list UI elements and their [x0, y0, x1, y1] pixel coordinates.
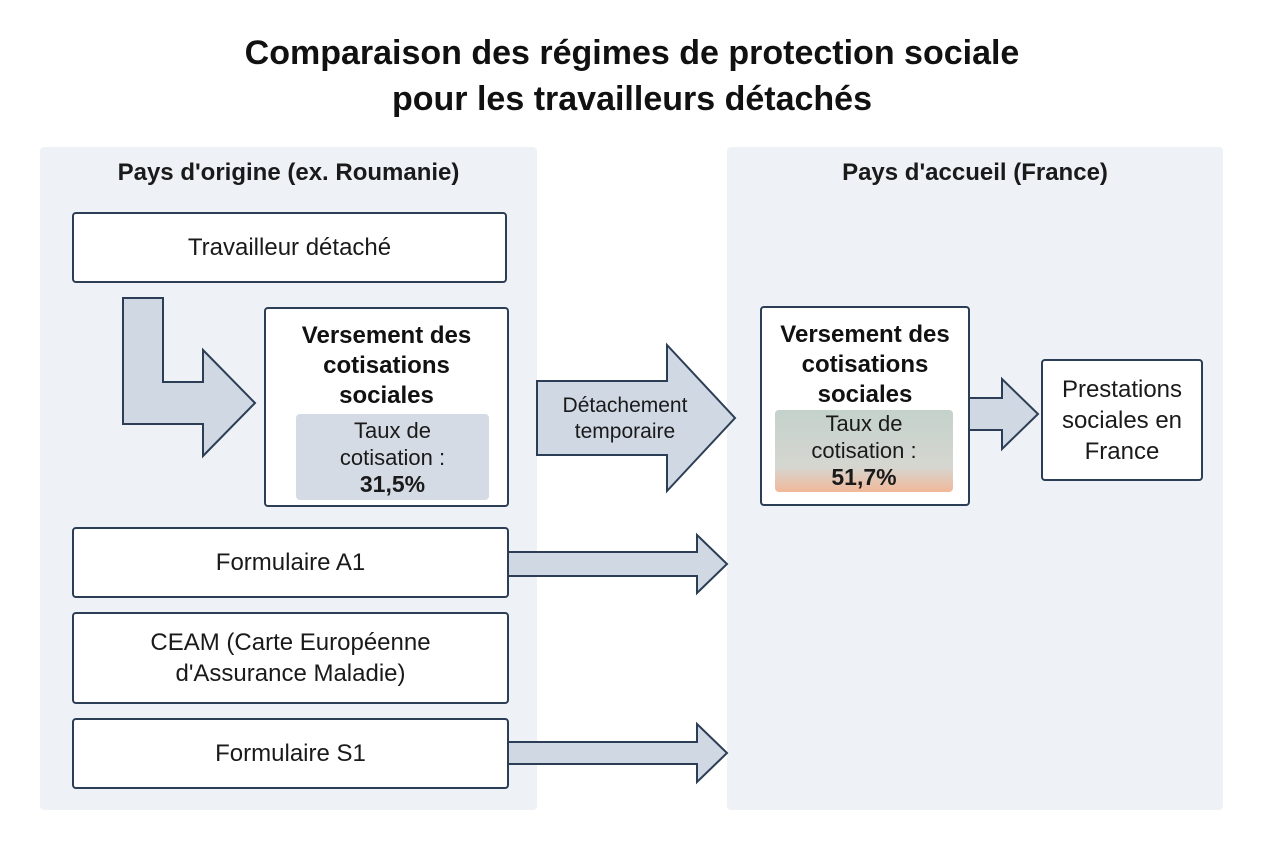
title-line-1: Comparaison des régimes de protection so…: [244, 34, 1020, 72]
origin-contrib-line-2: cotisations: [323, 352, 450, 379]
host-panel-title: Pays d'accueil (France): [842, 159, 1108, 186]
form-a1-label: Formulaire A1: [215, 549, 366, 576]
host-contrib-line-2: cotisations: [801, 351, 929, 378]
origin-rate-value: 31,5%: [359, 471, 426, 497]
detachment-label-line-1: Détachement: [562, 394, 688, 417]
benefits-line-3: France: [1084, 437, 1160, 465]
ceam-label-line-2: d'Assurance Maladie): [175, 660, 406, 687]
host-contributions-box: Versement des cotisations sociales Taux …: [760, 306, 970, 506]
benefits-line-1: Prestations: [1061, 375, 1183, 403]
detachment-label: Détachement temporaire: [540, 393, 710, 445]
origin-contrib-line-3: sociales: [339, 382, 434, 409]
detachment-arrow: [536, 342, 737, 494]
origin-rate-badge: Taux de cotisation : 31,5%: [296, 414, 489, 500]
origin-contrib-line-1: Versement des: [301, 322, 472, 349]
origin-panel-title: Pays d'origine (ex. Roumanie): [117, 159, 460, 186]
benefits-line-2: sociales en: [1061, 406, 1183, 434]
benefits-arrow: [967, 376, 1040, 452]
form-s1-arrow: [507, 721, 729, 785]
elbow-arrow: [122, 297, 257, 459]
host-rate-badge: Taux de cotisation : 51,7%: [775, 410, 953, 492]
form-s1-label: Formulaire S1: [215, 740, 366, 767]
diagram-title: Comparaison des régimes de protection so…: [0, 30, 1264, 122]
origin-rate-label-1: Taux de: [353, 418, 432, 443]
form-a1-arrow: [507, 532, 729, 596]
form-a1-box: Formulaire A1: [72, 527, 509, 598]
origin-rate-label-2: cotisation :: [339, 445, 446, 470]
host-contrib-line-1: Versement des: [780, 321, 950, 348]
host-contrib-line-3: sociales: [817, 381, 913, 408]
host-rate-label-1: Taux de: [825, 411, 903, 436]
detachment-label-line-2: temporaire: [574, 420, 676, 443]
ceam-label-line-1: CEAM (Carte Européenne: [150, 629, 431, 656]
host-contributions-heading: Versement des cotisations sociales: [762, 320, 968, 410]
ceam-box: CEAM (Carte Européenne d'Assurance Malad…: [72, 612, 509, 704]
ceam-label: CEAM (Carte Européenne d'Assurance Malad…: [150, 627, 430, 689]
benefits-box: Prestations sociales en France: [1041, 359, 1203, 481]
posted-worker-box: Travailleur détaché: [72, 212, 507, 283]
title-line-2: pour les travailleurs détachés: [392, 80, 872, 118]
origin-contributions-box: Versement des cotisations sociales Taux …: [264, 307, 509, 507]
posted-worker-label: Travailleur détaché: [187, 234, 392, 261]
benefits-label: Prestations sociales en France: [1062, 374, 1182, 467]
host-rate-label-2: cotisation :: [811, 438, 917, 463]
origin-contributions-heading: Versement des cotisations sociales: [266, 321, 507, 411]
form-s1-box: Formulaire S1: [72, 718, 509, 789]
host-rate-value: 51,7%: [831, 464, 897, 490]
